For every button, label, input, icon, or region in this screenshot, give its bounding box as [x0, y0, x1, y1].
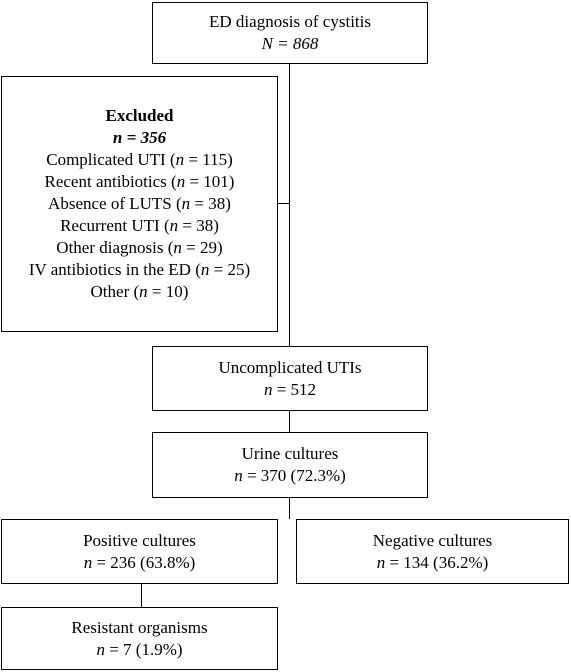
- excluded-reason-label: Recent antibiotics: [44, 172, 167, 191]
- connector-uncomplicated-to-urine: [289, 410, 291, 432]
- excluded-reason-item: Complicated UTI (n = 115): [46, 150, 233, 169]
- uncomplicated-title: Uncomplicated UTIs: [218, 357, 362, 377]
- excluded-reason-label: Complicated UTI: [46, 150, 166, 169]
- negative-title: Negative cultures: [372, 530, 493, 550]
- urine-count: n = 370 (72.3%): [234, 466, 346, 485]
- excluded-reason-label: IV antibiotics in the ED: [28, 260, 191, 279]
- excluded-reason-item: Recent antibiotics (n = 101): [44, 172, 235, 191]
- excluded-box: Excluded n = 356 Complicated UTI (n = 11…: [1, 76, 278, 332]
- positive-title: Positive cultures: [83, 530, 196, 550]
- excluded-count: n = 356: [112, 128, 167, 147]
- resistant-title: Resistant organisms: [71, 617, 208, 637]
- resistant-count: n = 7 (1.9%): [96, 639, 183, 659]
- connector-excluded-branch: [277, 203, 290, 205]
- urine-title: Urine cultures: [241, 444, 339, 463]
- negative-box: Negative cultures n = 134 (36.2%): [296, 519, 569, 584]
- positive-count: n = 236 (63.8%): [83, 552, 196, 572]
- excluded-reason-count: 29: [200, 238, 217, 257]
- excluded-reason-item: IV antibiotics in the ED (n = 25): [28, 260, 251, 279]
- excluded-reason-label: Other diagnosis: [56, 238, 164, 257]
- excluded-reason-label: Absence of LUTS: [48, 194, 172, 213]
- diagnosis-title: ED diagnosis of cystitis: [209, 12, 371, 31]
- excluded-reason-item: Other (n = 10): [90, 282, 189, 301]
- diagnosis-count: N = 868: [261, 34, 319, 53]
- excluded-reason-count: 101: [203, 172, 229, 191]
- excluded-title: Excluded: [105, 106, 174, 125]
- excluded-reason-label: Recurrent UTI: [60, 216, 160, 235]
- urine-box: Urine cultures n = 370 (72.3%): [152, 432, 428, 498]
- connector-main-trunk: [289, 63, 291, 346]
- excluded-reason-count: 115: [202, 150, 228, 169]
- excluded-reason-label: Other: [90, 282, 130, 301]
- excluded-reason-count: 38: [196, 216, 214, 235]
- excluded-reason-item: Recurrent UTI (n = 38): [60, 216, 219, 235]
- negative-count: n = 134 (36.2%): [376, 552, 489, 572]
- excluded-reason-count: 25: [227, 260, 245, 279]
- excluded-reason-item: Absence of LUTS (n = 38): [48, 194, 231, 213]
- connector-urine-to-split: [289, 497, 291, 519]
- positive-box: Positive cultures n = 236 (63.8%): [1, 519, 278, 584]
- uncomplicated-count: n = 512: [263, 379, 317, 399]
- uncomplicated-box: Uncomplicated UTIs n = 512: [152, 346, 428, 411]
- excluded-reason-count: 38: [208, 194, 226, 213]
- resistant-box: Resistant organisms n = 7 (1.9%): [1, 607, 278, 670]
- diagnosis-box: ED diagnosis of cystitis N = 868: [152, 2, 428, 64]
- connector-positive-to-resistant: [141, 583, 143, 607]
- excluded-reasons-list: Complicated UTI (n = 115) Recent antibiot…: [29, 149, 250, 303]
- excluded-reason-count: 10: [165, 282, 183, 301]
- excluded-reason-item: Other diagnosis (n = 29): [56, 238, 223, 257]
